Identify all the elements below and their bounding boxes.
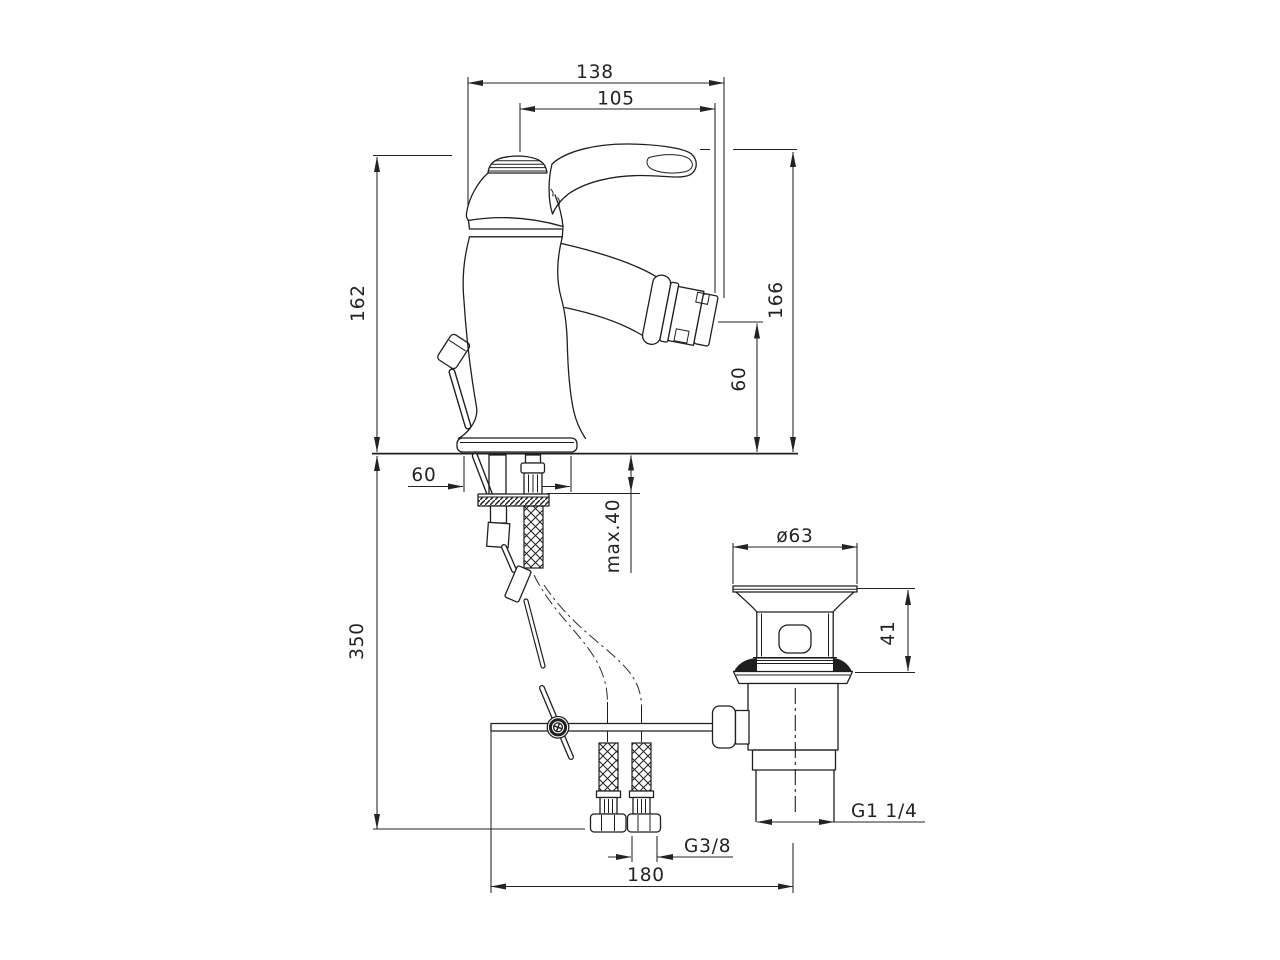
popup-horizontal-bar	[490, 722, 714, 732]
escutcheon-base	[456, 437, 578, 453]
dimension-layer: 138 105 162 166 60 max.40 60 350 ø63 41 …	[347, 62, 925, 893]
dim-label-waste-diameter: ø63	[776, 526, 813, 547]
popup-pivot	[546, 715, 570, 739]
faucet-body	[457, 236, 587, 440]
fixing-shank	[488, 454, 507, 495]
dim-label-overall-width: 138	[576, 62, 614, 83]
faucet-mixer	[437, 143, 719, 453]
popup-waste-assembly	[711, 585, 858, 823]
waste-gasket	[732, 657, 854, 685]
supply-hose-left	[589, 742, 627, 833]
faucet-cap	[487, 155, 548, 174]
dim-label-supply-thread: G3/8	[684, 836, 731, 857]
faucet-neck-band	[468, 225, 564, 238]
overflow-hole	[778, 624, 812, 654]
popup-rod-linkage	[486, 505, 546, 669]
hose-stub	[523, 505, 544, 569]
dim-label-waste-thread: G1 1/4	[851, 801, 918, 822]
dim-label-spout-height: 60	[729, 366, 750, 391]
dim-label-body-height: 162	[348, 284, 369, 322]
supply-stem	[520, 454, 546, 495]
waste-top	[732, 585, 858, 659]
dim-label-hose-drop: 350	[347, 622, 368, 660]
aerator	[641, 274, 719, 347]
dim-label-max-deck: max.40	[603, 499, 624, 574]
waste-body	[711, 682, 839, 823]
spout	[560, 242, 719, 347]
dim-label-base-width: 60	[411, 465, 436, 486]
faucet-dome	[465, 172, 564, 230]
popup-knob	[437, 333, 472, 430]
dim-label-spout-reach: 105	[597, 89, 635, 110]
dim-label-overall-height: 166	[766, 281, 787, 319]
supply-hose-right	[626, 742, 662, 833]
under-counter-assembly	[471, 452, 714, 833]
dim-label-waste-height: 41	[878, 620, 899, 645]
mounting-washer	[477, 493, 550, 507]
dim-label-waste-offset: 180	[627, 865, 665, 886]
rod-connector-knurl	[711, 705, 737, 749]
lever-handle	[548, 143, 697, 215]
hose-centerlines	[533, 574, 642, 707]
